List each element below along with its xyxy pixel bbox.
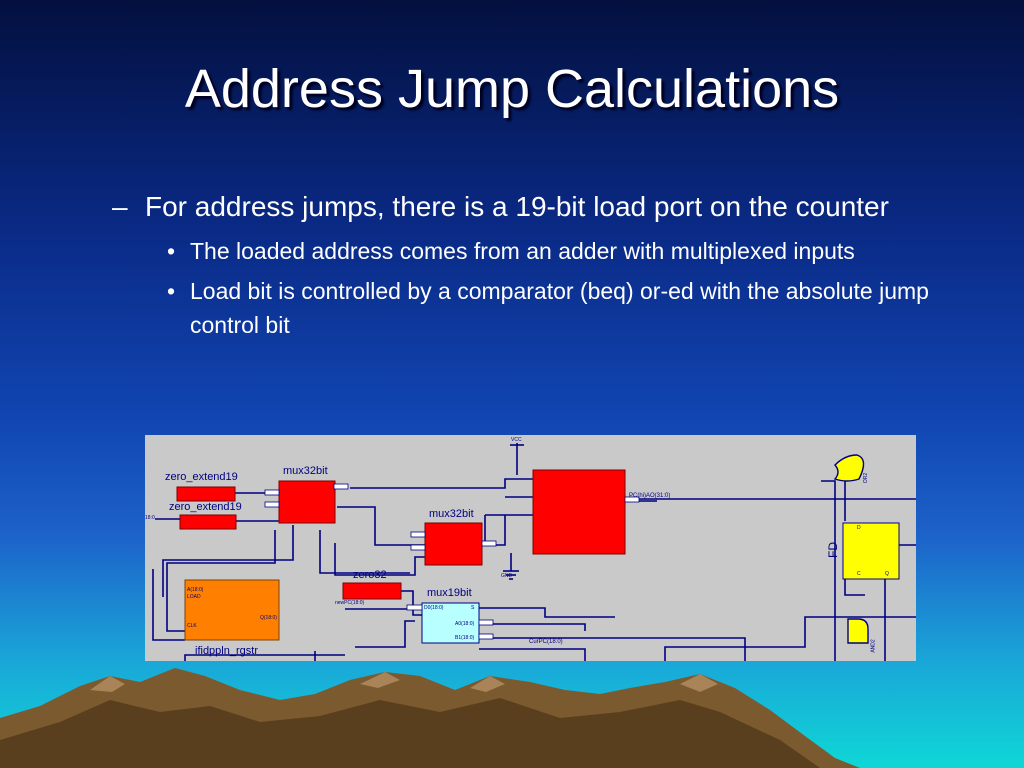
mux32-block-b <box>424 522 483 566</box>
or2-label: OR2 <box>863 472 870 484</box>
ifid-a-label: A(18:0) <box>187 587 204 593</box>
schematic-wires <box>152 443 916 661</box>
counter-block <box>532 469 626 555</box>
sub-bullet: • Load bit is controlled by a comparator… <box>167 274 942 342</box>
bullet-level1: – For address jumps, there is a 19-bit l… <box>112 188 942 226</box>
fd-q-label: Q <box>885 571 889 577</box>
bullet-marker: • <box>167 278 176 304</box>
or-gate <box>833 454 865 482</box>
fd-c-label: C <box>857 571 861 577</box>
and-gate <box>847 618 869 644</box>
sub-bullet-text: The loaded address comes from an adder w… <box>190 238 855 264</box>
mux19-label: mux19bit <box>427 587 472 599</box>
curpc-label: CurPC(18:0) <box>529 639 563 645</box>
ifid-clk-label: CLK <box>187 623 197 629</box>
fd-flipflop-block <box>842 522 900 580</box>
mux32-block-a <box>278 480 336 524</box>
gnd-label: GND <box>501 573 513 579</box>
ifid-out-label: Q(18:0) <box>260 615 277 621</box>
zero-extend-block-b <box>179 514 237 530</box>
mux19-b-label: B1(18:0) <box>455 635 475 641</box>
bullet-marker: • <box>167 238 176 264</box>
ifid-register-label: ifidppln_rgstr <box>195 645 258 657</box>
zero-extend-block-a <box>176 486 236 502</box>
zero32-label: zero32 <box>353 569 387 581</box>
and2-label: AND2 <box>870 639 877 653</box>
vcc-label: VCC <box>511 437 522 443</box>
sub-bullet: • The loaded address comes from an adder… <box>167 234 942 268</box>
newpc-label: newPC(18:0) <box>335 600 365 606</box>
sub-bullet-text: Load bit is controlled by a comparator (… <box>190 278 929 338</box>
bullet-text: For address jumps, there is a 19-bit loa… <box>145 191 889 222</box>
mux32-label: mux32bit <box>283 465 328 477</box>
dash-marker: – <box>112 191 128 222</box>
fd-d-label: D <box>857 525 861 531</box>
ifid-load-label: LOAD <box>187 594 201 600</box>
zero-extend-label: zero_extend19 <box>165 471 238 483</box>
ifid-register-block <box>184 579 280 641</box>
input-bus-label: 18:0 <box>145 515 155 521</box>
zero32-block <box>342 582 402 600</box>
mux19-s-label: S <box>471 605 475 611</box>
mux19-d0-label: D0(18:0) <box>424 605 444 611</box>
mux32-label: mux32bit <box>429 508 474 520</box>
mux19-block <box>421 602 480 644</box>
schematic-diagram: zero_extend19 zero_extend19 mux32bit mux… <box>145 435 916 661</box>
pc-out-label: PC(hi)AO(31:0) <box>629 493 671 499</box>
mux19-a-label: A0(18:0) <box>455 621 475 627</box>
zero-extend-label: zero_extend19 <box>169 501 242 513</box>
slide-title: Address Jump Calculations <box>184 59 840 119</box>
fd-label: FD <box>826 542 840 558</box>
bullet-list: – For address jumps, there is a 19-bit l… <box>112 188 942 348</box>
